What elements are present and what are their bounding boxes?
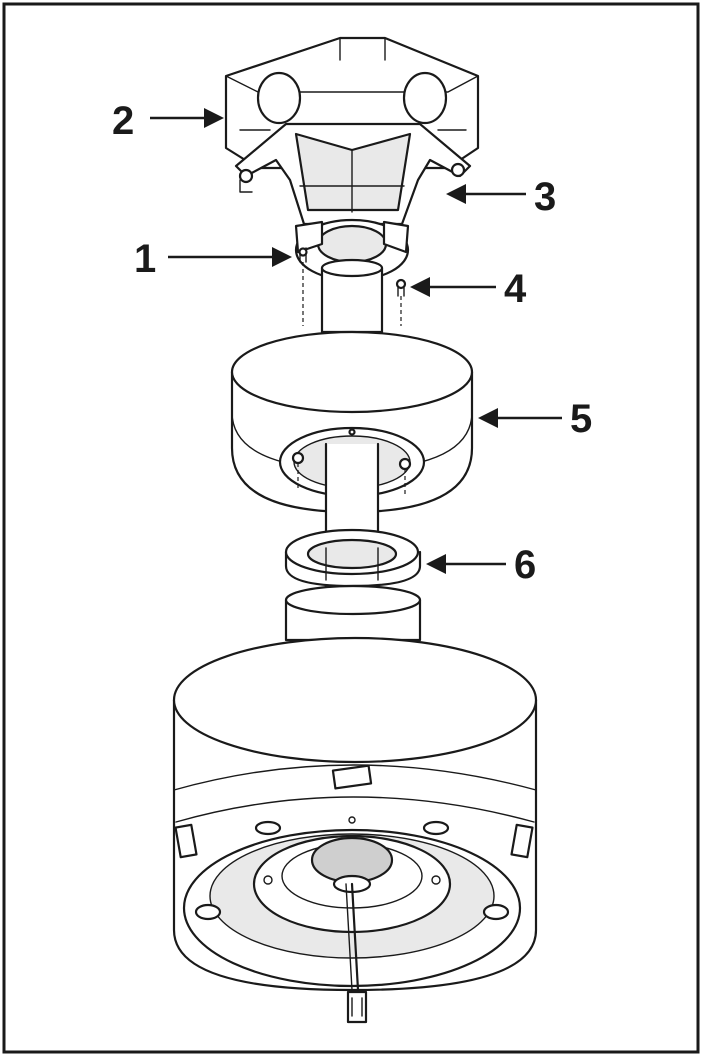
hanger-screw [395,278,407,297]
callout-label-2: 2 [112,99,134,143]
callout-label-1: 1 [134,237,156,281]
callout-label-6: 6 [514,543,536,587]
mounting-bracket [234,122,472,226]
motor-housing [172,584,538,1024]
callout-1: 1 [134,237,292,281]
callout-label-4: 4 [504,267,527,311]
callout-label-5: 5 [570,397,592,441]
callout-4: 4 [410,267,527,311]
coupling-cover [284,528,422,588]
callout-3: 3 [446,175,556,219]
callout-6: 6 [426,543,536,587]
callout-5: 5 [478,397,592,441]
callout-2: 2 [112,99,224,143]
callout-label-3: 3 [534,175,556,219]
downrod [320,258,384,334]
